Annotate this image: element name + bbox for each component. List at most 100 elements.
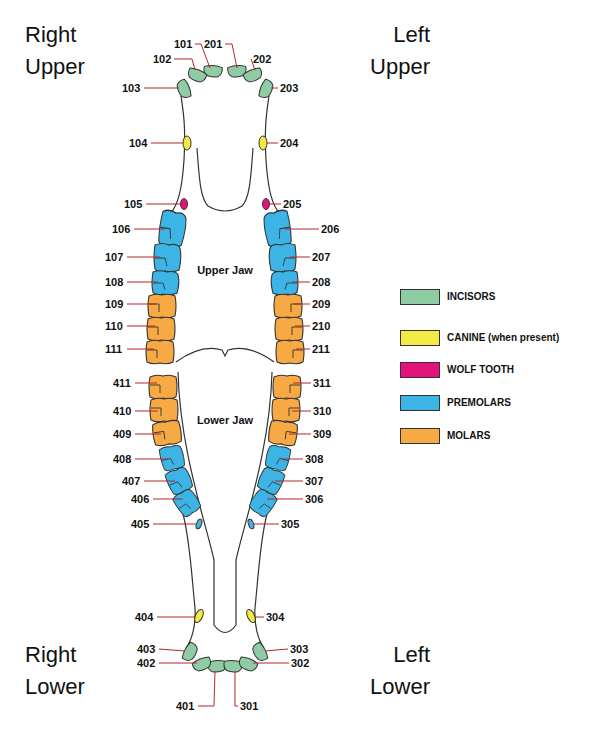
tooth-number: 303 (290, 642, 308, 656)
molar-tooth (150, 398, 178, 422)
leader-line (271, 88, 278, 89)
tooth-number: 202 (253, 52, 271, 66)
tooth-number: 107 (105, 250, 123, 264)
molar-tooth (273, 375, 301, 399)
tooth-number: 108 (105, 275, 123, 289)
tooth-number: 203 (280, 81, 298, 95)
tooth-number: 111 (105, 342, 122, 356)
tooth-number: 205 (283, 197, 301, 211)
tooth-number: 106 (112, 222, 130, 236)
leader-line (135, 434, 161, 435)
leader-line (135, 411, 158, 412)
tooth-number: 407 (122, 474, 140, 488)
tooth-number: 401 (176, 699, 194, 713)
molar-tooth (267, 419, 298, 446)
incisor-tooth (257, 78, 275, 99)
molar-tooth (274, 294, 302, 318)
tooth-number: 402 (137, 656, 155, 670)
leader-line (151, 143, 183, 144)
leader-line (267, 499, 303, 500)
tooth-number: 405 (131, 517, 149, 531)
tooth-number: 308 (305, 452, 323, 466)
tooth-number: 302 (291, 656, 309, 670)
premolar-tooth (247, 487, 278, 519)
leader-line (135, 383, 157, 384)
tooth-number: 105 (124, 197, 142, 211)
palate-outline (176, 348, 274, 362)
leader-line (144, 481, 175, 482)
leader-line (265, 649, 288, 651)
tooth-number: 206 (321, 222, 339, 236)
premolar-tooth (264, 443, 292, 472)
premolar-tooth (154, 244, 181, 272)
legend-swatch (400, 289, 440, 305)
incisor-tooth (181, 641, 200, 663)
leader-line (144, 88, 179, 89)
incisor-tooth (237, 655, 258, 673)
leader-line (292, 282, 310, 283)
premolar-tooth (158, 443, 186, 472)
legend-swatch (400, 362, 440, 378)
tooth-number: 311 (313, 376, 331, 390)
tooth-number: 304 (266, 610, 284, 624)
leader-line (235, 671, 238, 706)
tooth-number: 204 (280, 136, 298, 150)
leader-line (127, 257, 160, 258)
premolar-tooth (255, 465, 286, 496)
incisor-tooth (223, 660, 242, 673)
incisor-tooth (191, 655, 212, 673)
tooth-number: 306 (305, 492, 323, 506)
tooth-number: 309 (313, 427, 331, 441)
tooth-number: 209 (312, 297, 330, 311)
incisor-tooth (227, 65, 246, 78)
molar-tooth (151, 419, 182, 446)
incisor-tooth (242, 66, 263, 84)
leader-line (290, 257, 310, 258)
leader-line (157, 617, 195, 618)
canine-tooth (259, 136, 267, 150)
wolf-tooth (181, 199, 188, 210)
tooth-number: 411 (113, 376, 131, 390)
premolar-tooth (269, 244, 296, 272)
leader-line (135, 459, 168, 460)
quadrant-title: Left Upper (340, 19, 430, 83)
tooth-number: 408 (113, 452, 131, 466)
premolar-tooth (262, 209, 292, 248)
incisor-tooth (207, 660, 226, 673)
tooth-number: 404 (135, 610, 153, 624)
canine-tooth (193, 608, 205, 624)
legend-text: MOLARS (447, 429, 490, 443)
tooth-number: 410 (113, 404, 131, 418)
leader-line (127, 304, 156, 305)
tooth-number: 211 (312, 342, 330, 356)
jaw-outline (170, 96, 185, 214)
palate-outline (197, 148, 253, 211)
canine-tooth (245, 608, 257, 624)
tooth-number: 301 (240, 699, 258, 713)
molar-tooth (147, 317, 175, 341)
leader-lines (127, 44, 319, 706)
legend-text: CANINE (when present) (447, 331, 559, 345)
jaw-label: Lower Jaw (180, 412, 270, 428)
legend-swatch (400, 395, 440, 411)
tooth-number: 406 (131, 492, 149, 506)
leader-line (153, 524, 197, 525)
tooth-number: 103 (122, 81, 140, 95)
teeth (146, 65, 304, 673)
jaw-outline (170, 96, 280, 648)
tooth-number: 208 (312, 275, 330, 289)
quadrant-title: Right Upper (25, 19, 115, 83)
leader-line (225, 44, 237, 68)
premolar-tooth (271, 271, 298, 295)
legend-swatch (400, 428, 440, 444)
leader-line (289, 434, 311, 435)
premolar-tooth (164, 465, 195, 496)
leader-line (296, 349, 310, 350)
legend-text: WOLF TOOTH (447, 363, 514, 377)
jaw-outline (183, 514, 195, 648)
leader-line (134, 229, 165, 230)
tooth-number: 403 (137, 642, 155, 656)
canine-tooth (183, 136, 191, 150)
legend-text: INCISORS (447, 290, 495, 304)
leader-line (253, 524, 279, 525)
